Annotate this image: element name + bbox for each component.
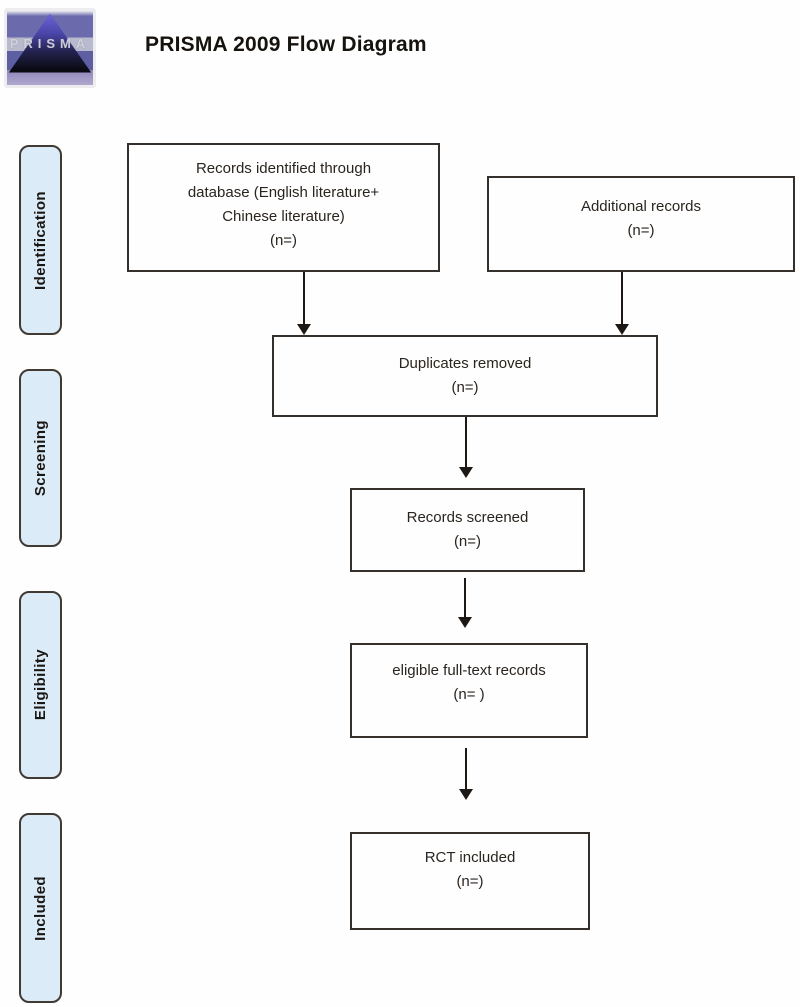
stage-label-text: Included	[32, 875, 49, 941]
arrowhead-icon	[459, 467, 473, 478]
arrow-line	[465, 748, 467, 789]
stage-label-text: Eligibility	[32, 649, 49, 721]
stage-label-eligibility: Eligibility	[19, 591, 62, 779]
arrowhead-icon	[615, 324, 629, 335]
box-records-screened-text: Records screened (n=)	[406, 509, 529, 550]
box-eligible-full-text-text: eligible full-text records (n= )	[392, 661, 546, 703]
box-records-screened: Records screened (n=)	[350, 488, 585, 572]
stage-label-screening: Screening	[19, 369, 62, 547]
arrow-line	[465, 417, 467, 467]
arrow-duplicates-to-screened	[459, 417, 473, 478]
arrowhead-icon	[458, 617, 472, 628]
box-additional-records: Additional records (n=)	[487, 176, 795, 272]
box-duplicates-removed: Duplicates removed (n=)	[272, 335, 658, 417]
arrow-additional-to-duplicates	[615, 272, 629, 335]
box-records-identified: Records identified through database (Eng…	[127, 143, 440, 272]
box-duplicates-removed-text: Duplicates removed (n=)	[398, 355, 532, 396]
prisma-logo-text: PRISMA	[9, 36, 91, 52]
page-title: PRISMA 2009 Flow Diagram	[145, 33, 427, 56]
stage-label-identification: Identification	[19, 145, 62, 335]
prisma-logo: PRISMA	[4, 8, 96, 88]
arrowhead-icon	[459, 789, 473, 800]
box-rct-included: RCT included (n=)	[350, 832, 590, 930]
box-additional-records-text: Additional records (n=)	[580, 198, 702, 239]
stage-label-included: Included	[19, 813, 62, 1003]
arrow-line	[464, 578, 466, 617]
arrowhead-icon	[297, 324, 311, 335]
arrow-screened-to-eligible	[458, 578, 472, 628]
arrow-records-to-duplicates	[297, 272, 311, 335]
arrow-line	[621, 272, 623, 324]
stage-label-text: Identification	[32, 190, 49, 290]
box-records-identified-text: Records identified through database (Eng…	[187, 159, 380, 249]
box-rct-included-text: RCT included (n=)	[424, 849, 516, 890]
stage-label-text: Screening	[32, 419, 49, 497]
arrow-eligible-to-rct	[459, 748, 473, 800]
arrow-line	[303, 272, 305, 324]
box-eligible-full-text: eligible full-text records (n= )	[350, 643, 588, 738]
